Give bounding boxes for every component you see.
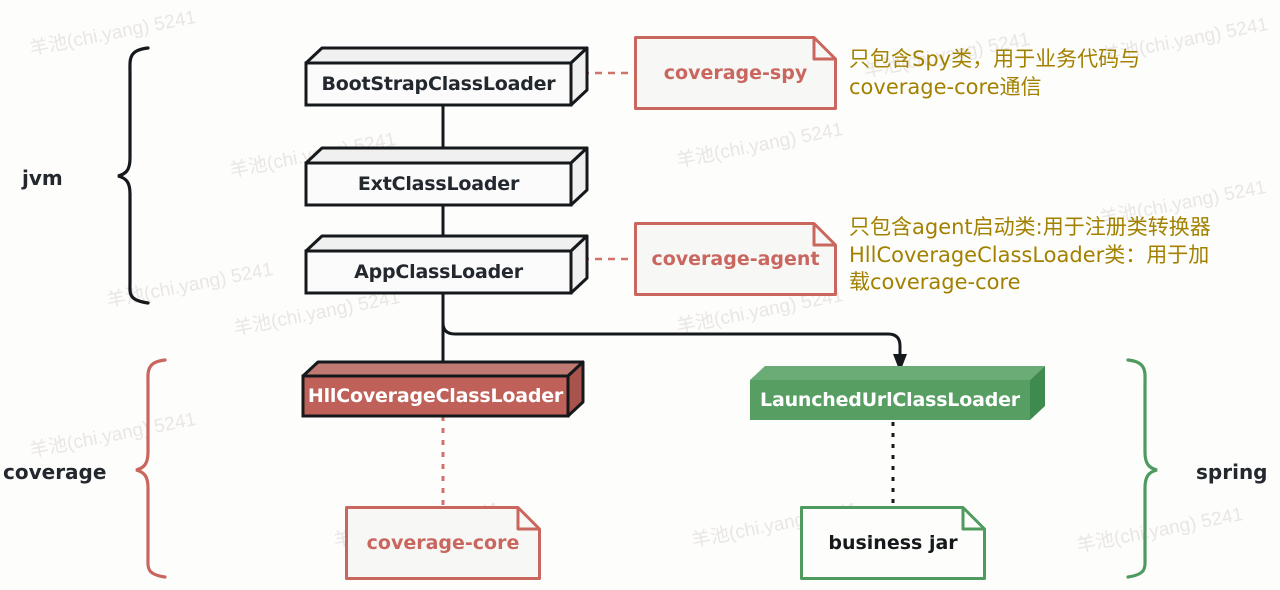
annotation-coverage-agent: 只包含agent启动类:用于注册类转换器 HllCoverageClassLoa… xyxy=(849,215,1211,295)
classloader-label: HllCoverageClassLoader xyxy=(307,385,564,407)
classloader-box-ext[interactable]: ExtClassLoader xyxy=(304,146,591,208)
classloader-box-bootstrap[interactable]: BootStrapClassLoader xyxy=(304,46,591,108)
annotation-coverage-spy: 只包含Spy类，用于业务代码与 coverage-core通信 xyxy=(849,47,1141,99)
classloader-box-app[interactable]: AppClassLoader xyxy=(304,234,591,296)
classloader-label: AppClassLoader xyxy=(354,261,523,283)
classloader-label: BootStrapClassLoader xyxy=(321,73,556,95)
group-label-jvm: jvm xyxy=(22,166,63,190)
watermark: 羊池(chi.yang) 5241 xyxy=(27,7,198,60)
watermark: 羊池(chi.yang) 5241 xyxy=(1074,504,1245,557)
watermark: 羊池(chi.yang) 5241 xyxy=(674,119,845,172)
note-coverage-agent[interactable]: coverage-agent xyxy=(634,222,837,296)
note-label: coverage-spy xyxy=(663,62,808,84)
classloader-box-hll[interactable]: HllCoverageClassLoader xyxy=(301,360,588,420)
note-coverage-core[interactable]: coverage-core xyxy=(345,506,541,580)
note-label: coverage-core xyxy=(366,532,520,554)
group-label-spring: spring xyxy=(1196,460,1268,484)
note-coverage-spy[interactable]: coverage-spy xyxy=(634,36,837,110)
classloader-label: LaunchedUrlClassLoader xyxy=(760,389,1020,411)
watermark: 羊池(chi.yang) 5241 xyxy=(104,259,275,312)
watermark: 羊池(chi.yang) 5241 xyxy=(27,409,198,462)
note-label: coverage-agent xyxy=(651,248,820,270)
note-label: business jar xyxy=(828,532,958,554)
classloader-label: ExtClassLoader xyxy=(357,173,520,195)
note-business-jar[interactable]: business jar xyxy=(800,506,986,580)
group-label-coverage: coverage xyxy=(3,460,107,484)
classloader-box-launched[interactable]: LaunchedUrlClassLoader xyxy=(750,366,1046,424)
